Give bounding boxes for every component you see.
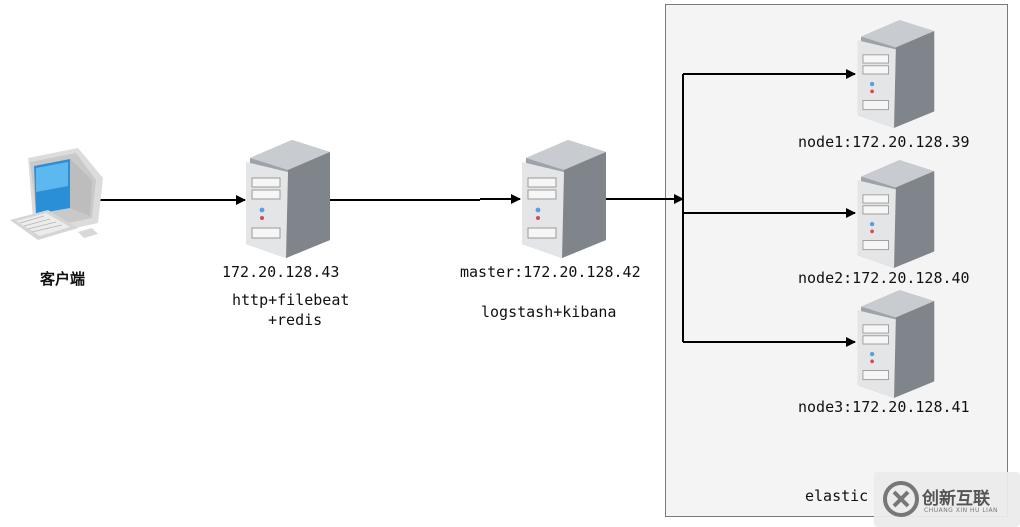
node2-label: node2:172.20.128.40 [798,269,970,287]
server-icon [857,160,935,268]
master-services: logstash+kibana [481,303,617,321]
web-server-ip: 172.20.128.43 [222,263,340,281]
desktop-computer-icon [10,148,103,240]
web-server-services-line1: http+filebeat [232,291,350,309]
watermark-logo: 创新互联 CHUANG XIN HU LIAN [874,472,1020,527]
server-icon [246,140,330,258]
node1-label: node1:172.20.128.39 [798,133,970,151]
watermark-text: 创新互联 [922,489,990,509]
server-icon [522,140,606,258]
web-server-services-line2: +redis [268,311,323,329]
cluster-label: elastic [805,487,869,505]
node3-label: node3:172.20.128.41 [798,398,970,416]
master-ip: master:172.20.128.42 [460,263,641,281]
server-icon [857,290,935,398]
watermark-subtext: CHUANG XIN HU LIAN [924,507,999,514]
elasticsearch-cluster-box [665,4,1008,517]
watermark-logo-icon [883,481,919,517]
client-label: 客户端 [40,270,86,288]
server-icon [857,20,935,128]
